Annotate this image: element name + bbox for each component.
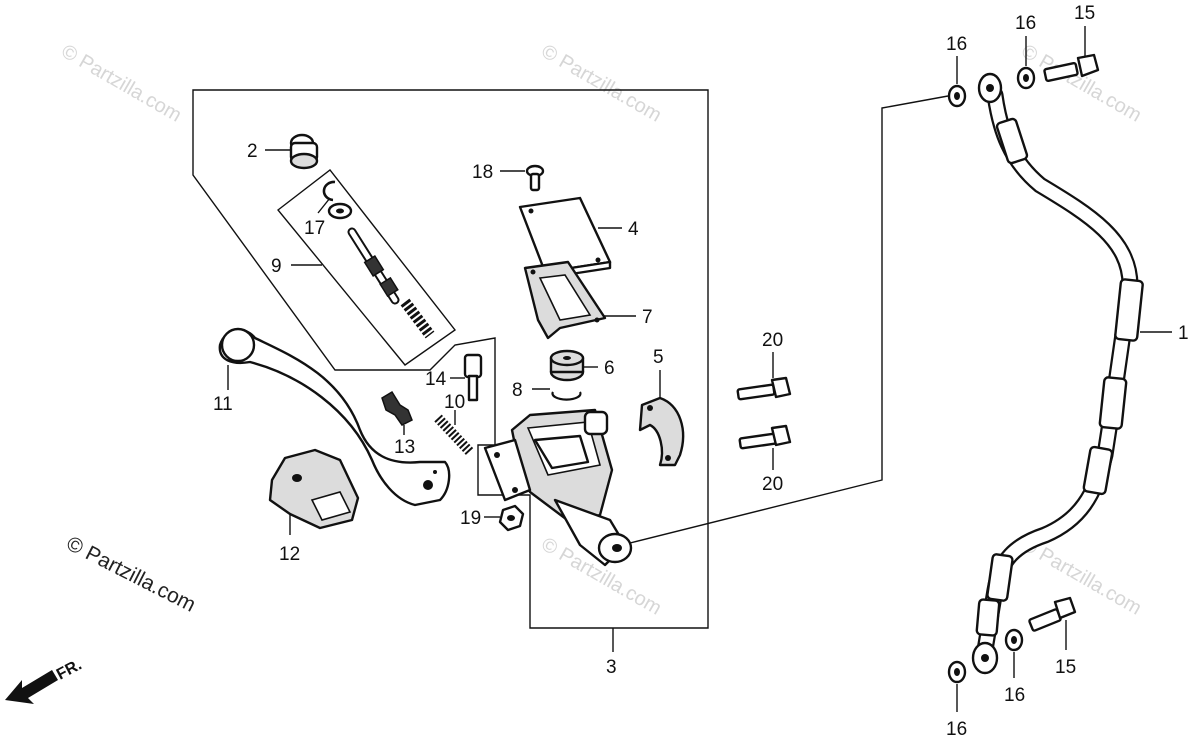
callout-9: 9 bbox=[271, 256, 282, 277]
piston-boot bbox=[549, 349, 585, 382]
sealing-washer-bottom-2 bbox=[1004, 628, 1024, 652]
callout-19: 19 bbox=[460, 508, 481, 529]
hose-route-line bbox=[629, 95, 949, 544]
callout-16-bottom-left: 16 bbox=[946, 719, 967, 740]
oil-bolt-top bbox=[1043, 53, 1100, 83]
lever-spring bbox=[434, 414, 474, 456]
callout-15-top: 15 bbox=[1074, 3, 1095, 24]
diaphragm-plate bbox=[523, 260, 607, 340]
callout-6: 6 bbox=[604, 358, 615, 379]
callout-10: 10 bbox=[444, 392, 465, 413]
cap-screw bbox=[525, 164, 545, 192]
callout-16-top-right: 16 bbox=[1015, 13, 1036, 34]
master-cylinder-body bbox=[483, 408, 633, 567]
pivot-bolt bbox=[463, 353, 483, 402]
master-cylinder-holder bbox=[638, 396, 685, 467]
oil-bolt-bottom bbox=[1028, 596, 1077, 632]
leader-17 bbox=[317, 197, 331, 214]
callout-7: 7 bbox=[642, 307, 653, 328]
sealing-washer-top-2 bbox=[1016, 66, 1036, 90]
callout-11: 11 bbox=[213, 394, 233, 415]
callout-17: 17 bbox=[304, 218, 325, 239]
assembly-frame bbox=[192, 89, 709, 629]
flange-nut bbox=[498, 504, 525, 532]
watermark-text: © Partzilla.com bbox=[1018, 40, 1146, 126]
watermark-primary: © Partzilla.com bbox=[63, 532, 200, 617]
front-direction-label: FR. bbox=[54, 656, 85, 683]
callout-5: 5 bbox=[653, 347, 664, 368]
callout-20-lower: 20 bbox=[762, 474, 783, 495]
sealing-washer-bottom-1 bbox=[947, 660, 967, 684]
callout-3: 3 bbox=[606, 657, 617, 678]
callout-12: 12 bbox=[279, 544, 300, 565]
callout-8: 8 bbox=[512, 380, 523, 401]
sealing-washer-top-1 bbox=[947, 84, 967, 108]
callout-18: 18 bbox=[472, 162, 493, 183]
piston-kit-frame bbox=[277, 169, 457, 366]
callout-16-bottom-right: 16 bbox=[1004, 685, 1025, 706]
lever-cover bbox=[268, 448, 360, 530]
boot-cap bbox=[289, 133, 319, 170]
watermark-text: © Partzilla.com bbox=[58, 40, 186, 126]
brake-hose bbox=[971, 72, 1144, 675]
callout-4: 4 bbox=[628, 219, 639, 240]
callout-14: 14 bbox=[425, 369, 447, 390]
callout-20-upper: 20 bbox=[762, 330, 783, 351]
callout-1: 1 bbox=[1178, 323, 1189, 344]
circlip-8 bbox=[551, 391, 582, 401]
watermark-text: © Partzilla.com bbox=[538, 40, 666, 126]
brake-lever bbox=[218, 327, 451, 507]
callout-15-bottom: 15 bbox=[1055, 657, 1076, 678]
clamp-bolt-upper bbox=[736, 376, 792, 401]
callout-16-top-left: 16 bbox=[946, 34, 967, 55]
callout-2: 2 bbox=[247, 141, 258, 162]
lever-adjuster bbox=[381, 390, 413, 426]
clamp-bolt-lower bbox=[738, 424, 792, 450]
piston-set bbox=[347, 227, 435, 339]
front-direction-arrow: FR. bbox=[5, 656, 85, 704]
callout-13: 13 bbox=[394, 437, 415, 458]
